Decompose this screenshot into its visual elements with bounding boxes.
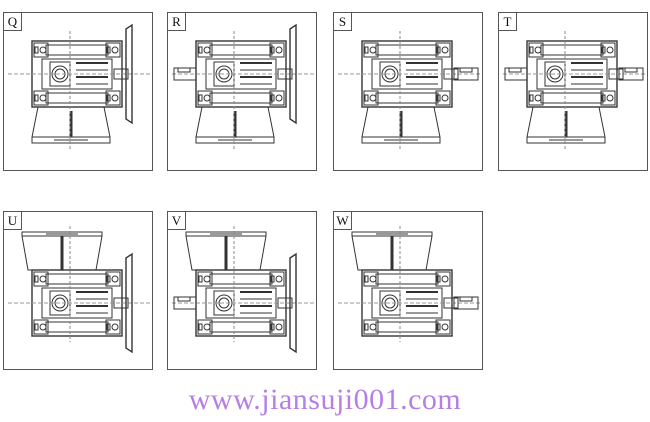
position-label: S [334, 13, 352, 31]
mounting-position-panel-t: T [498, 12, 648, 171]
mounting-position-panel-s: S [333, 12, 483, 171]
gear-reducer-drawing [172, 23, 314, 151]
gear-reducer-drawing [172, 226, 314, 354]
mounting-position-panel-w: W [333, 211, 483, 370]
position-label: W [334, 212, 352, 230]
position-label: Q [4, 13, 22, 31]
gear-reducer-drawing [338, 31, 480, 151]
position-label: V [168, 212, 186, 230]
mounting-position-panel-r: R [167, 12, 317, 171]
position-label: R [168, 13, 186, 31]
gear-reducer-drawing [338, 226, 480, 342]
mounting-position-panel-v: V [167, 211, 317, 370]
position-label: T [499, 13, 517, 31]
gear-reducer-drawing [8, 23, 150, 151]
gear-reducer-drawing [8, 226, 150, 354]
mounting-position-panel-q: Q [3, 12, 153, 171]
position-label: U [4, 212, 22, 230]
mounting-position-panel-u: U [3, 211, 153, 370]
watermark-url[interactable]: www.jiansuji001.com [188, 383, 462, 416]
gear-reducer-drawing [503, 31, 645, 151]
